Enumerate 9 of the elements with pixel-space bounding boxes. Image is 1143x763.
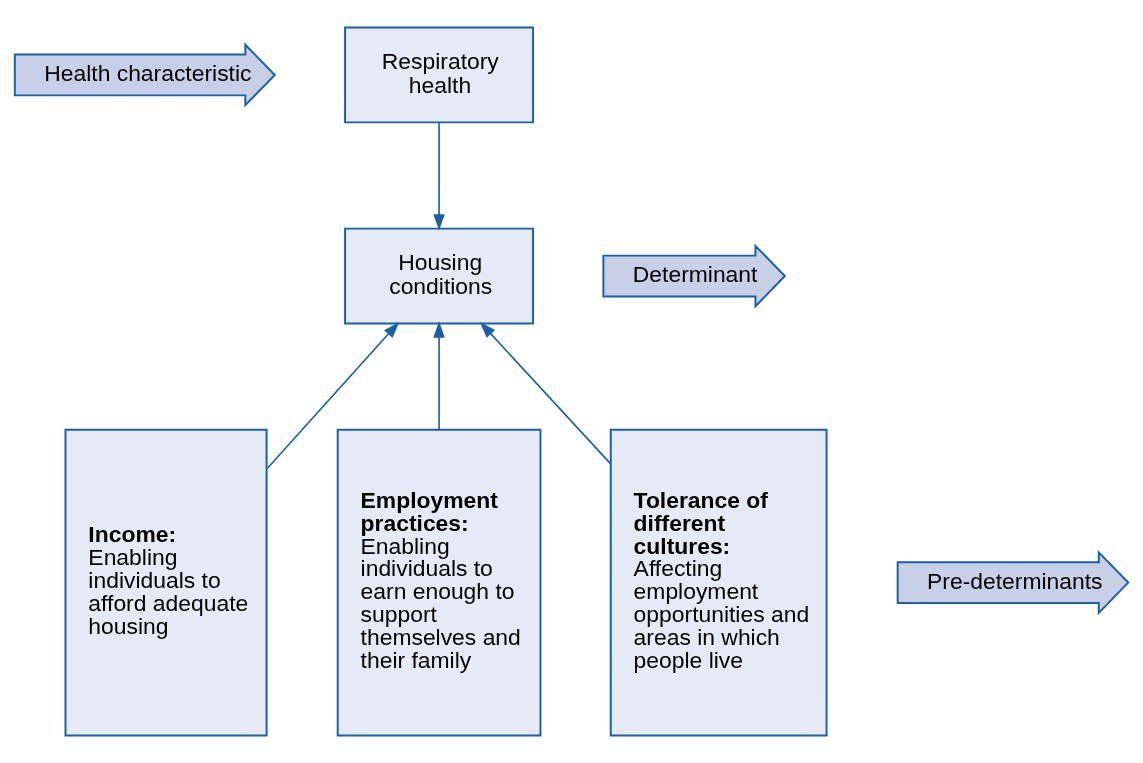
node-box: Income: Enabling individuals to afford adequate housing xyxy=(64,428,268,737)
node-box: Tolerance of different cultures: Affecting employment opportunities and areas in which people live xyxy=(609,428,828,737)
arrow xyxy=(433,121,445,231)
arrow xyxy=(479,321,612,465)
node-box: Respiratory health xyxy=(344,26,535,124)
node-box: Employment practices: Enabling individuals to earn enough to support themselves and their family xyxy=(336,428,542,737)
arrow xyxy=(433,321,445,431)
arrow xyxy=(266,321,400,470)
node-box: Housing conditions xyxy=(344,227,535,325)
